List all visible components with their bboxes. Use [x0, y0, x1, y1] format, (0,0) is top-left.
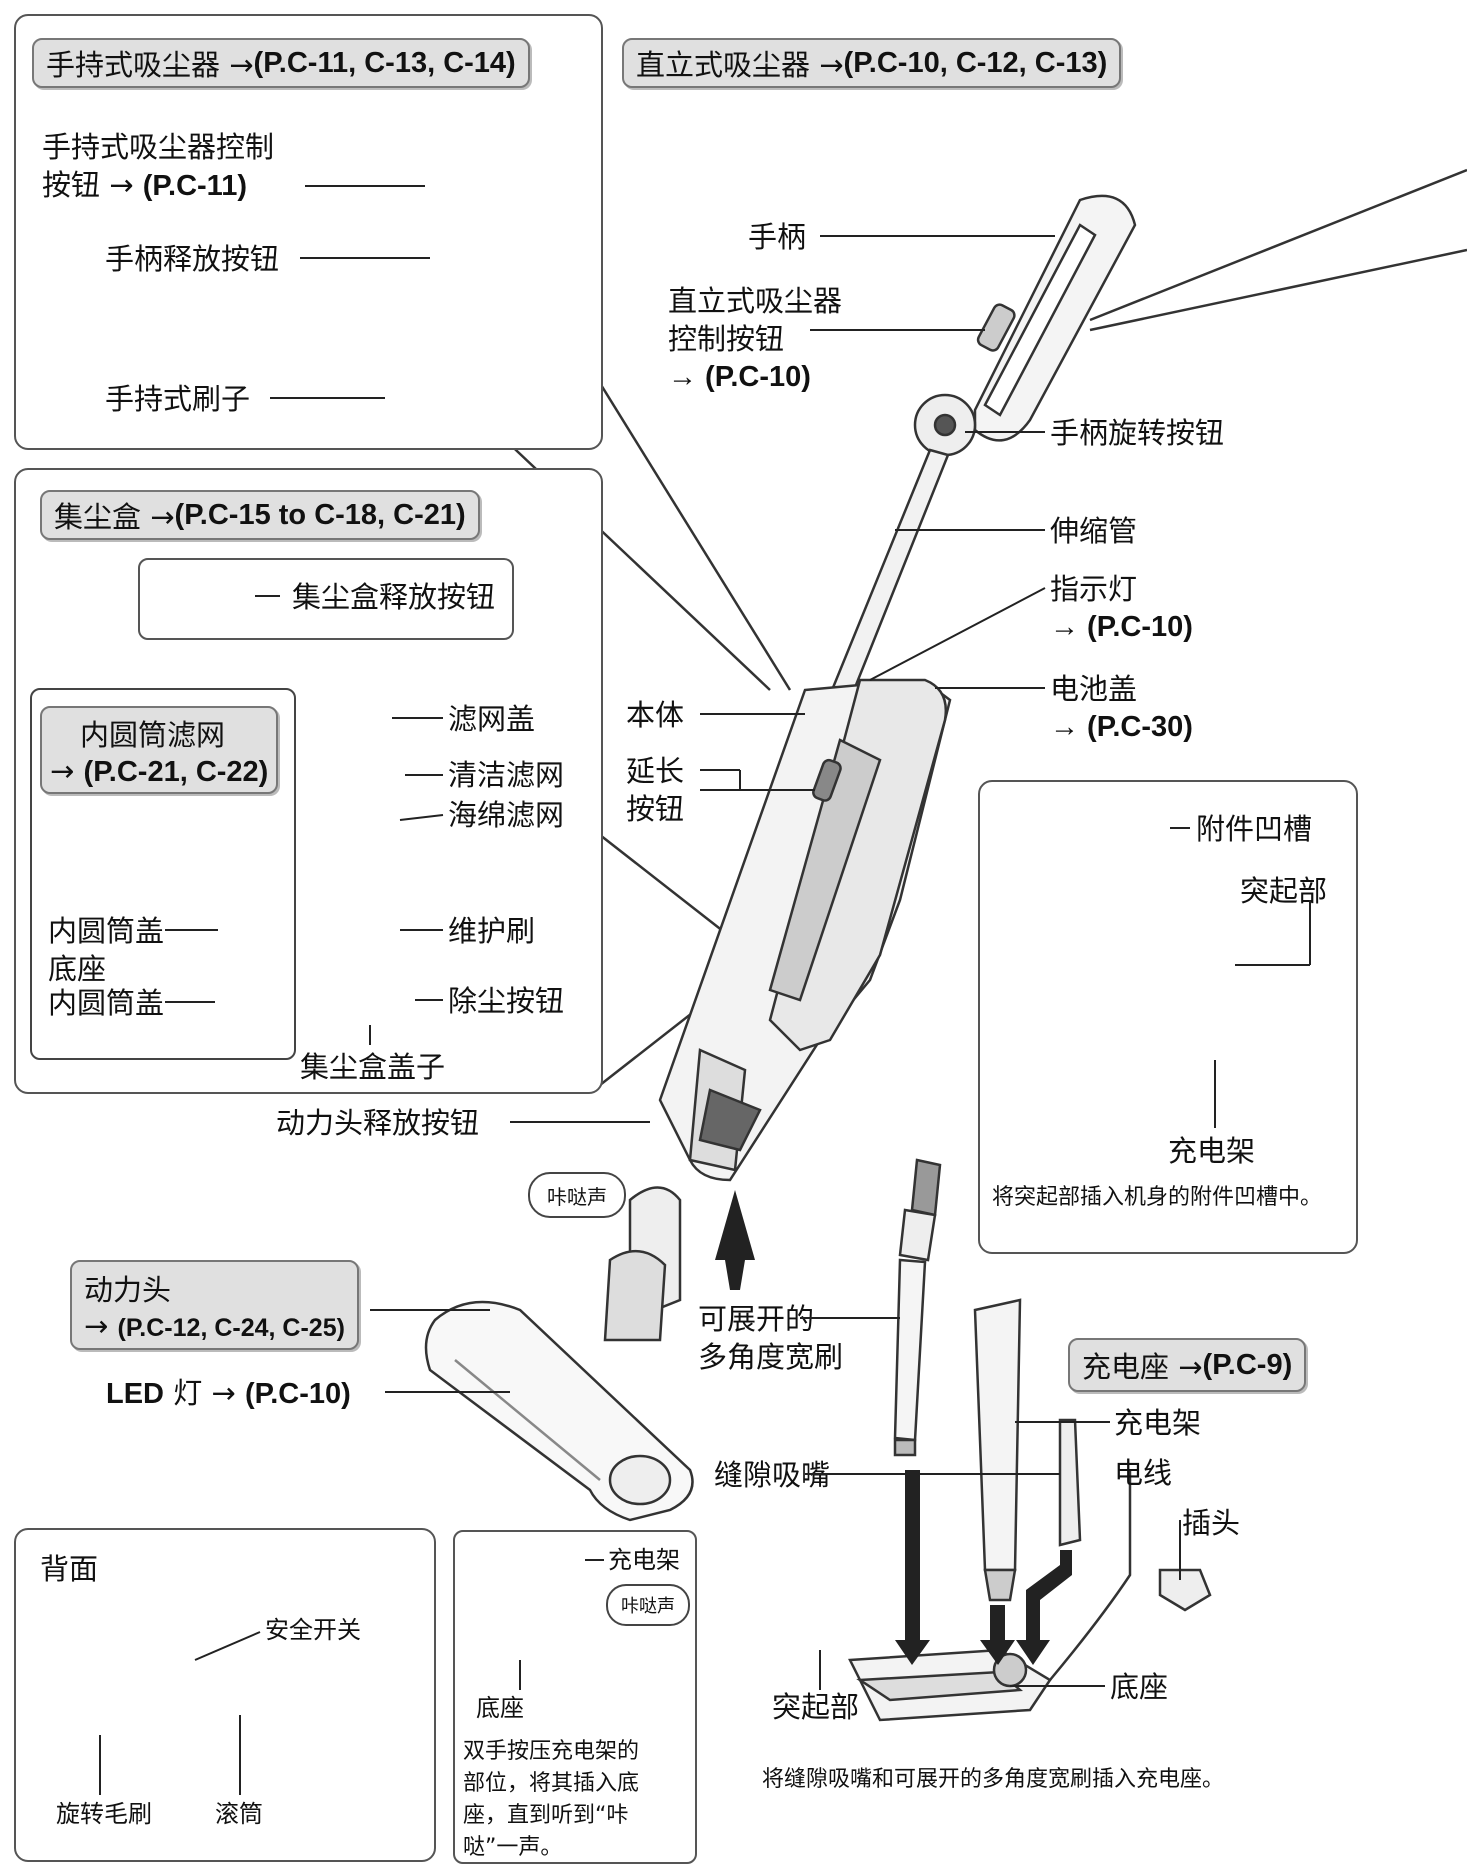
plug-drawing: [1158, 1568, 1212, 1612]
charging-stand-tab-text: 充电座 →: [1082, 1350, 1203, 1384]
assembly-click-text: 咔哒声: [621, 1596, 675, 1617]
handheld-control-label: 手持式吸尘器控制 按钮 → (P.C-11): [42, 130, 275, 202]
upright-vacuum-drawing: [658, 194, 1137, 1182]
upright-tab-ref: (P.C-10, C-12, C-13): [843, 46, 1108, 79]
stand-note: 将缝隙吸嘴和可展开的多角度宽刷插入充电座。: [762, 1767, 1225, 1792]
charging-stand-tab-ref: (P.C-9): [1202, 1348, 1293, 1381]
callout-handheld-line-1: [596, 379, 792, 691]
body-label: 本体: [626, 698, 685, 732]
back-view-panel: [14, 1528, 436, 1862]
dustbox-cover-label: 集尘盒盖子: [300, 1050, 446, 1084]
extend-button-label: 延长 按钮: [626, 754, 685, 826]
roller-label: 滚筒: [215, 1800, 263, 1828]
power-head-tab-line1: 动力头: [84, 1273, 172, 1307]
battery-cover-label: 电池盖 → (P.C-30): [1050, 672, 1193, 743]
filter-cover-label: 滤网盖: [448, 702, 536, 736]
dustbox-tab-text: 集尘盒 →: [54, 500, 175, 534]
power-head-tab: 动力头 → (P.C-12, C-24, C-25): [70, 1260, 359, 1350]
inner-filter-tab-line2: → (P.C-21, C-22): [50, 753, 269, 788]
safety-switch-label: 安全开关: [265, 1616, 361, 1644]
power-cord: [1049, 1470, 1132, 1681]
stand-rack-label: 充电架: [1114, 1406, 1202, 1440]
upright-control-label: 直立式吸尘器 控制按钮 → (P.C-10): [668, 284, 843, 393]
handheld-brush-label: 手持式刷子: [105, 382, 251, 416]
inner-filter-tab-line1: 内圆筒滤网: [80, 717, 226, 752]
handheld-tab: 手持式吸尘器 → (P.C-11, C-13, C-14): [32, 38, 530, 88]
handheld-tab-text: 手持式吸尘器 →: [46, 48, 254, 82]
assembly-click-bubble: 咔哒声: [606, 1584, 690, 1626]
handle-label: 手柄: [748, 220, 807, 254]
charging-stand-tab: 充电座 → (P.C-9): [1068, 1338, 1307, 1392]
inner-filter-tab-ref: (P.C-21, C-22): [83, 755, 269, 788]
inner-cover-label: 内圆筒盖: [48, 986, 165, 1020]
click-sound-text: 咔哒声: [547, 1184, 607, 1209]
back-view-title: 背面: [40, 1552, 99, 1586]
inset-protrusion-label: 突起部: [1240, 874, 1328, 908]
indicator-label: 指示灯 → (P.C-10): [1050, 572, 1193, 643]
handle-release-label: 手柄释放按钮: [105, 242, 280, 276]
stand-base-label: 底座: [1110, 1670, 1169, 1704]
inset-note: 将突起部插入机身的附件凹槽中。: [992, 1185, 1323, 1210]
crevice-nozzle-drawing: [1058, 1418, 1082, 1547]
plug-label: 插头: [1182, 1506, 1241, 1540]
click-sound-bubble: 咔哒声: [528, 1172, 626, 1218]
power-head-release-label: 动力头释放按钮: [276, 1106, 480, 1140]
inset-rack-label: 充电架: [1168, 1134, 1256, 1168]
callout-handle-line-1: [1089, 168, 1467, 322]
release-button-callout: [138, 558, 514, 640]
dust-button-label: 除尘按钮: [448, 984, 565, 1018]
upright-tab: 直立式吸尘器 → (P.C-10, C-12, C-13): [622, 38, 1122, 88]
attach-arrow: [715, 1190, 755, 1290]
handle-rotate-label: 手柄旋转按钮: [1050, 416, 1225, 450]
clean-filter-label: 清洁滤网: [448, 758, 565, 792]
maintenance-brush-label: 维护刷: [448, 914, 536, 948]
charging-inset-panel: [978, 780, 1358, 1254]
cord-label: 电线: [1114, 1456, 1173, 1490]
stand-protrusion-label: 突起部: [772, 1690, 860, 1724]
wide-brush-label: 可展开的 多角度宽刷: [698, 1302, 844, 1374]
telescopic-pipe-label: 伸缩管: [1050, 514, 1138, 548]
insert-arrow-1: [895, 1470, 930, 1665]
insert-arrow-2: [980, 1605, 1015, 1665]
dustbox-tab-ref: (P.C-15 to C-18, C-21): [174, 498, 466, 531]
accessory-groove-label: 附件凹槽: [1196, 812, 1313, 846]
charging-base-drawing: [848, 1648, 1052, 1722]
assembly-note: 双手按压充电架的 部位，将其插入底 座，直到听到“咔 哒”一声。: [463, 1739, 640, 1860]
upright-tab-text: 直立式吸尘器 →: [636, 48, 844, 82]
insert-arrow-3: [1016, 1550, 1072, 1665]
dustbox-tab: 集尘盒 → (P.C-15 to C-18, C-21): [40, 490, 480, 540]
wide-brush-drawing: [893, 1158, 942, 1457]
rotating-brush-label: 旋转毛刷: [56, 1800, 152, 1828]
crevice-nozzle-label: 缝隙吸嘴: [714, 1458, 831, 1492]
assembly-rack-label: 充电架: [608, 1546, 680, 1574]
power-head-drawing: [424, 1186, 694, 1522]
led-light-label: LED 灯 → (P.C-10): [106, 1376, 351, 1410]
callout-handle-line-2: [1089, 248, 1467, 332]
dustbox-release-label: 集尘盒释放按钮: [292, 580, 496, 614]
inner-base-label: 内圆筒盖 底座: [48, 914, 165, 986]
inner-filter-tab: 内圆筒滤网 → (P.C-21, C-22): [40, 706, 279, 794]
assembly-base-label: 底座: [476, 1694, 524, 1722]
power-head-tab-line2: → (P.C-12, C-24, C-25): [84, 1309, 345, 1343]
power-head-tab-ref: (P.C-12, C-24, C-25): [117, 1314, 345, 1342]
handheld-tab-ref: (P.C-11, C-13, C-14): [253, 46, 516, 79]
sponge-filter-label: 海绵滤网: [448, 798, 565, 832]
charging-rack-drawing: [973, 1298, 1022, 1602]
